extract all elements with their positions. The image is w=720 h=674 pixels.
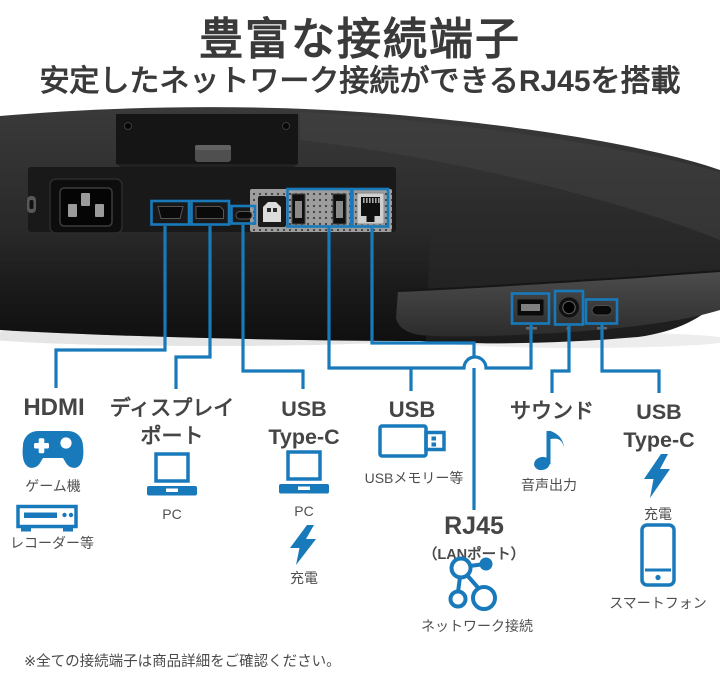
- line-hop-cover: [464, 357, 486, 368]
- usb-a-front-highlight: [510, 292, 551, 325]
- sound-label: サウンド: [510, 400, 594, 423]
- stand-latch: [195, 145, 231, 162]
- usb-c-rear-label-line2: Type-C: [268, 425, 340, 449]
- usb-c-front-port: [591, 305, 613, 316]
- usb-c-rear-device2-caption: 充電: [290, 570, 318, 586]
- rj45-port: [356, 192, 385, 225]
- rj45-sublabel: （LANポート）: [422, 547, 526, 563]
- laptop-icon: [145, 452, 199, 500]
- rj45-highlight: [351, 187, 390, 228]
- hdmi-port: [157, 206, 184, 219]
- page-title: 豊富な接続端子: [199, 15, 521, 64]
- displayport-highlight: [190, 199, 231, 226]
- monitor-body: [0, 107, 720, 344]
- usb-b-port: [258, 196, 286, 227]
- lightning-bolt-icon: [642, 454, 672, 498]
- music-note-icon: [532, 427, 570, 471]
- hdmi-port-highlight: [150, 199, 191, 226]
- usb-c-front-device2-caption: スマートフォン: [609, 595, 707, 611]
- lightning-bolt-icon: [288, 525, 318, 565]
- usb-c-front-callout-line: [600, 324, 661, 393]
- usb-c-front-label-line1: USB: [636, 400, 682, 424]
- usb-callout-line: [327, 227, 533, 370]
- usb-c-rear-port: [235, 211, 253, 220]
- rj45-label: RJ45: [444, 512, 504, 540]
- usb-c-front-label-line2: Type-C: [623, 428, 695, 452]
- usb-c-front-highlight: [584, 298, 619, 325]
- audio-jack-port: [558, 296, 580, 319]
- rear-ports: [150, 187, 390, 228]
- hdmi-label: HDMI: [23, 394, 85, 421]
- rj45-label-block: RJ45 （LANポート）: [423, 512, 525, 564]
- displayport-label-line1: ディスプレイ: [109, 397, 235, 420]
- kensington-slot: [27, 196, 36, 213]
- usb-c-rear-callout-line: [241, 225, 305, 389]
- usb-c-rear-highlight: [230, 204, 257, 225]
- footnote: ※全ての接続端子は商品詳細をご確認ください。: [24, 654, 341, 670]
- displayport-device1-caption: PC: [162, 506, 182, 522]
- network-icon: [448, 553, 500, 613]
- power-inlet-port: [49, 178, 123, 234]
- usb-c-front-device1-caption: 充電: [644, 506, 672, 522]
- smartphone-icon: [640, 523, 676, 587]
- usb-a-rear-ports: [291, 193, 347, 225]
- usb-a-front-port: [516, 298, 545, 317]
- usb-device1-caption: USBメモリー等: [364, 470, 464, 486]
- audio-jack-highlight: [553, 289, 585, 326]
- usb-c-rear-device1-caption: PC: [294, 503, 314, 519]
- monitor-shadow: [0, 326, 720, 348]
- bottom-edge: [396, 270, 720, 337]
- usb-memory-icon: [378, 423, 448, 459]
- rj45-device1-caption: ネットワーク接続: [421, 618, 533, 634]
- sound-callout-line: [550, 326, 571, 393]
- displayport-port: [195, 206, 224, 219]
- recorder-icon: [16, 502, 78, 532]
- displayport-callout-line: [174, 226, 212, 389]
- usb-c-rear-label-line1: USB: [281, 397, 327, 421]
- usb-label: USB: [388, 397, 436, 422]
- displayport-label-line2: ポート: [140, 425, 204, 448]
- laptop-icon: [277, 450, 331, 498]
- hdmi-device2-caption: レコーダー等: [10, 535, 94, 551]
- displayport-label: ディスプレイ ポート: [110, 395, 235, 451]
- game-controller-icon: [21, 427, 85, 471]
- usb-a-rear-highlight: [286, 187, 353, 228]
- usb-c-front-label: USB Type-C: [623, 398, 694, 454]
- security-keyhole: [205, 176, 221, 201]
- usb-c-rear-label: USB Type-C: [268, 395, 339, 451]
- sound-device1-caption: 音声出力: [521, 477, 577, 493]
- page-subtitle: 安定したネットワーク接続ができるRJ45を搭載: [39, 65, 681, 98]
- hdmi-callout-line: [54, 226, 167, 388]
- vesa-recess: [116, 114, 298, 164]
- hdmi-device1-caption: ゲーム機: [25, 478, 81, 494]
